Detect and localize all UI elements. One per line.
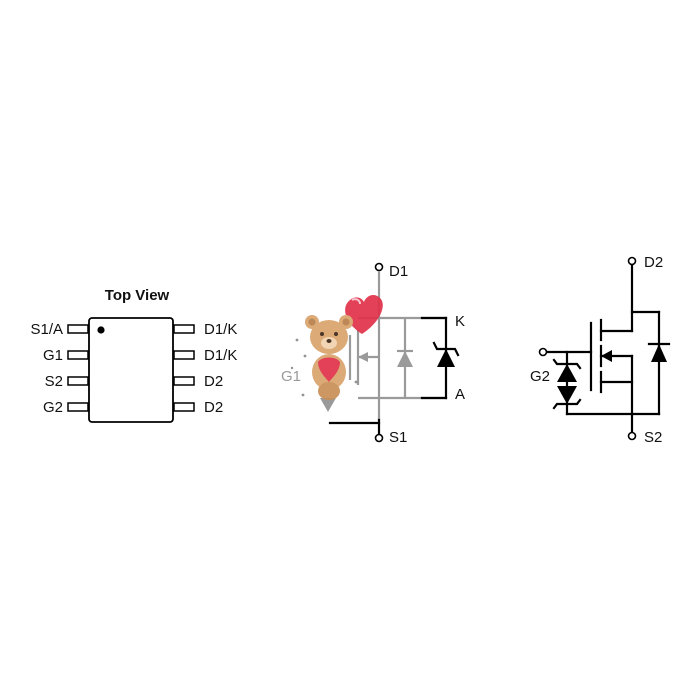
pin-label-right-4: D2 xyxy=(204,399,223,416)
package-top-view: Top View S1/A G1 S2 G2 D1/K D1/K D2 D2 xyxy=(30,287,237,423)
label-s1: S1 xyxy=(389,429,407,446)
pin-label-left-4: G2 xyxy=(43,399,63,416)
schematic-mosfet-2: D2 G2 S2 xyxy=(530,254,671,446)
pin-label-right-1: D1/K xyxy=(204,321,237,338)
label-d2: D2 xyxy=(644,254,663,271)
label-a: A xyxy=(455,386,465,403)
zener-upper-bar xyxy=(552,358,582,370)
terminal-g2 xyxy=(538,347,548,357)
mosfet-2-arrow xyxy=(601,350,612,362)
pin-label-left-1: S1/A xyxy=(30,321,63,338)
body-diode-icon xyxy=(397,351,413,367)
schottky-diode-icon xyxy=(437,349,455,367)
zener-upper-icon xyxy=(557,364,577,382)
label-k: K xyxy=(455,313,465,330)
pin-right-4 xyxy=(173,402,195,412)
pin-right-1 xyxy=(173,324,195,334)
pin-left-1 xyxy=(67,324,89,334)
pin-right-3 xyxy=(173,376,195,386)
gate-zener-icon xyxy=(320,398,336,412)
pin-label-right-2: D1/K xyxy=(204,347,237,364)
label-g1: G1 xyxy=(281,368,301,385)
label-g2: G2 xyxy=(530,368,550,385)
label-s2: S2 xyxy=(644,429,662,446)
body-diode-2-icon xyxy=(651,344,667,362)
mosfet-arrow xyxy=(358,352,368,362)
terminal-d2 xyxy=(627,256,637,266)
package-title: Top View xyxy=(105,287,170,304)
pin-left-3 xyxy=(67,376,89,386)
zener-lower-bar xyxy=(552,398,582,410)
pin-label-left-2: G1 xyxy=(43,347,63,364)
schottky-bar xyxy=(432,341,460,357)
label-d1: D1 xyxy=(389,263,408,280)
terminal-s2 xyxy=(627,431,637,441)
pin-label-left-3: S2 xyxy=(45,373,63,390)
terminal-s1 xyxy=(374,433,384,443)
zener-lower-icon xyxy=(557,386,577,404)
terminal-d1 xyxy=(374,262,384,272)
pin-left-2 xyxy=(67,350,89,360)
teddy-bear-watermark-icon xyxy=(290,295,383,400)
pin-label-right-3: D2 xyxy=(204,373,223,390)
schematic-mosfet-1: D1 K A G1 S1 xyxy=(281,262,465,446)
pin1-marker xyxy=(97,326,105,334)
pin-right-2 xyxy=(173,350,195,360)
pin-left-4 xyxy=(67,402,89,412)
package-body xyxy=(88,317,174,423)
